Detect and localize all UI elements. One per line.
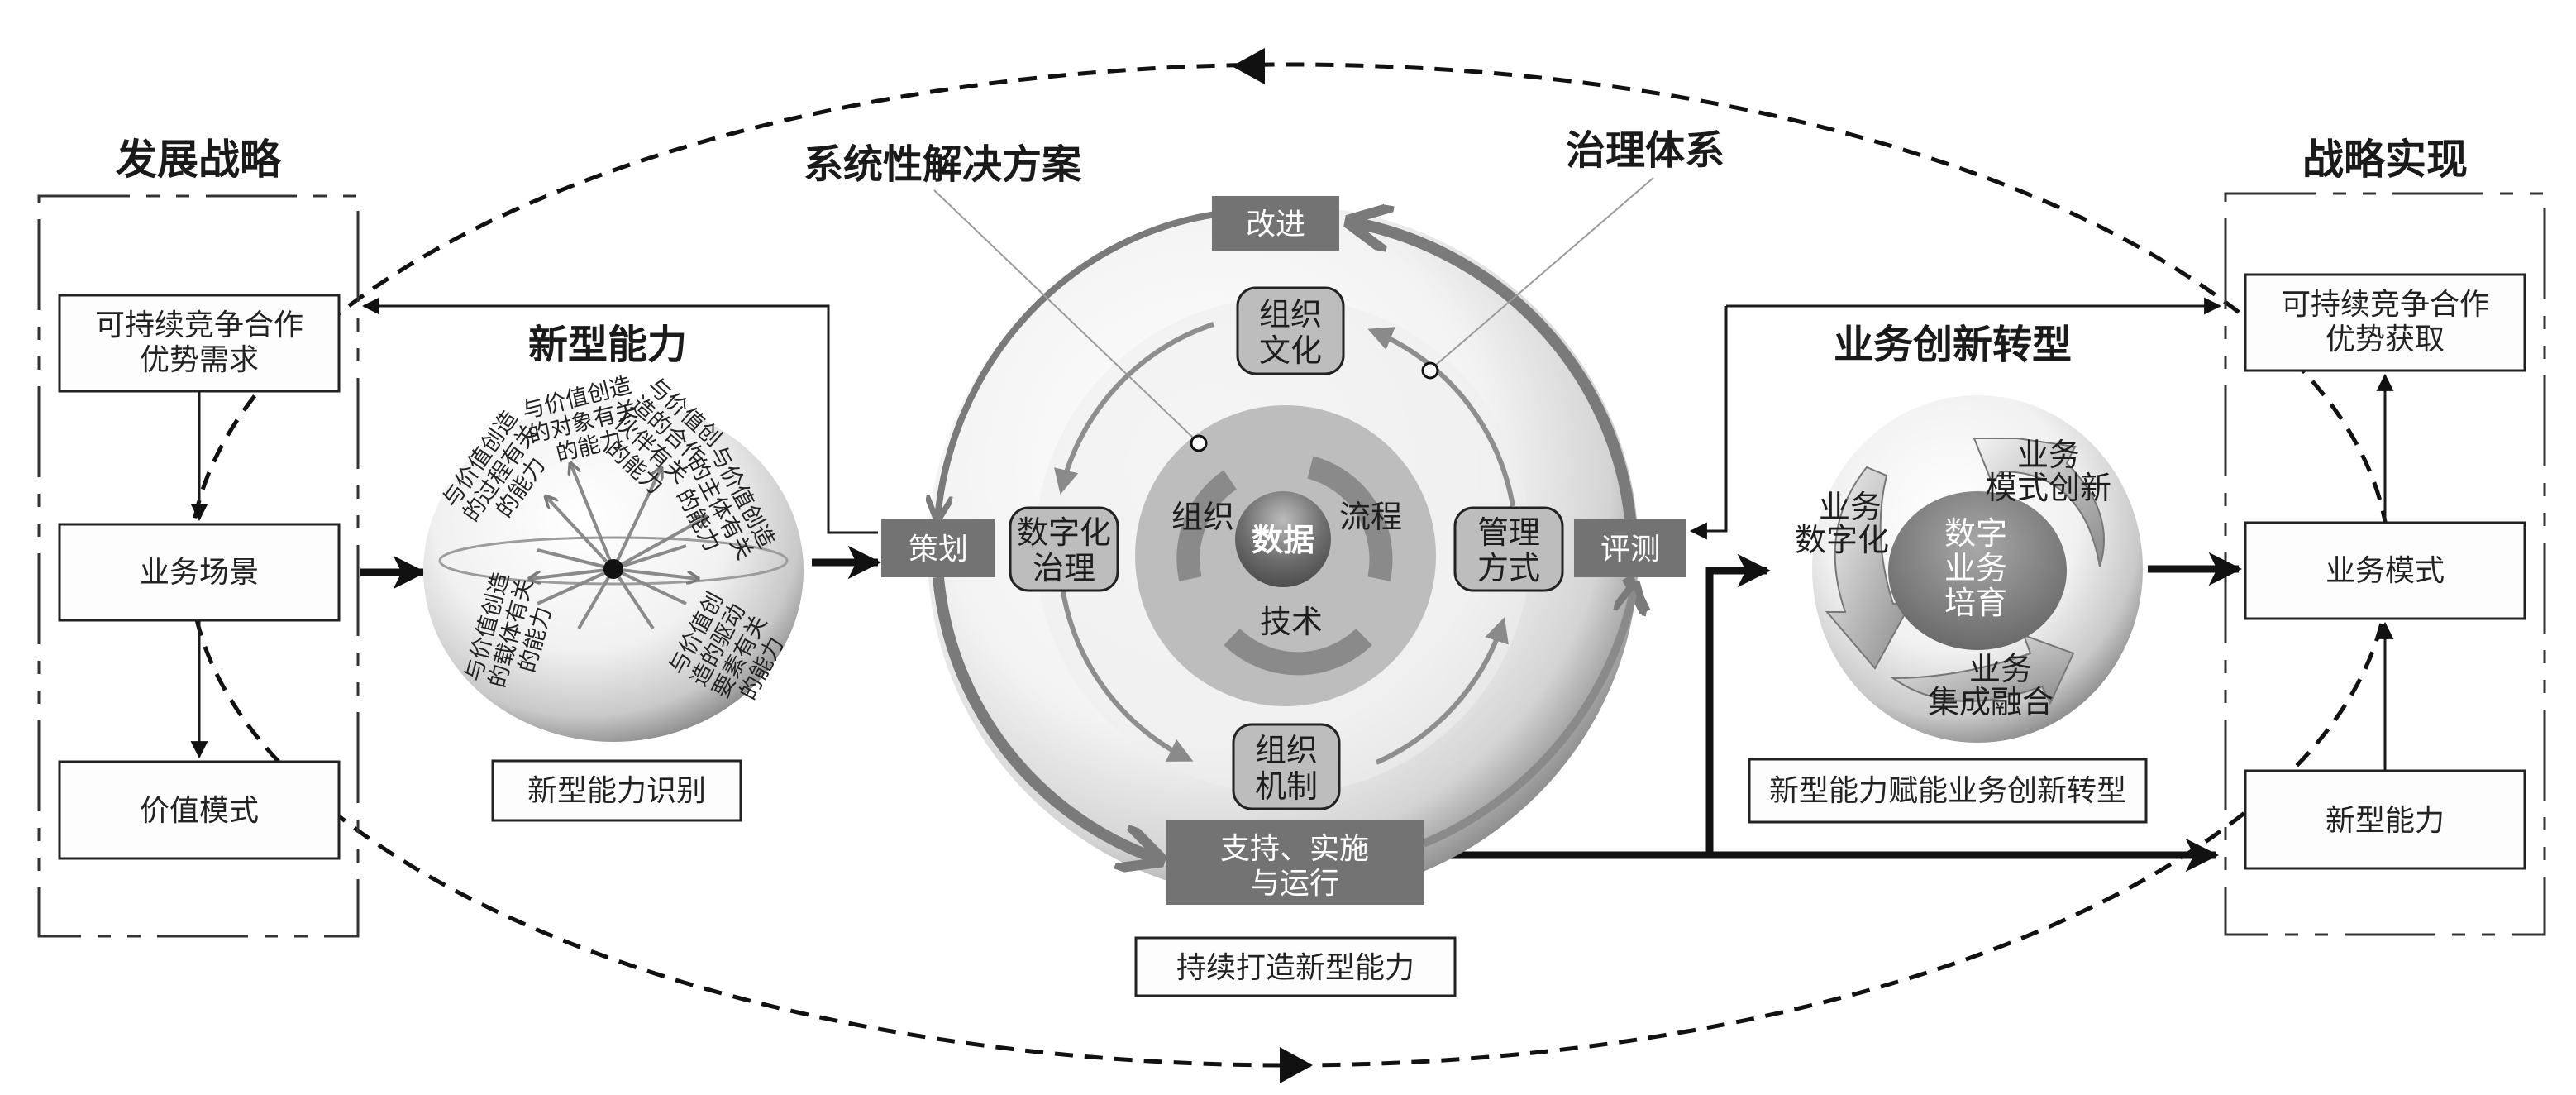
pdca-support-box[interactable] [1166, 820, 1424, 905]
pdca-plan-box[interactable] [881, 519, 995, 577]
capability-label-driver: 与价值创 造的驱动 要素有关 的能力 [664, 588, 789, 704]
business-core-text: 数字 [1944, 515, 2007, 552]
gov-box-org-culture[interactable] [1236, 286, 1345, 375]
business-item-integration: 业务 [1969, 651, 2032, 687]
box-value-model[interactable] [58, 760, 341, 860]
business-title: 业务创新转型 [1834, 322, 2072, 368]
core-data-label: 数据 [1252, 522, 1314, 558]
gov-text: 方式 [1477, 550, 1540, 586]
box-text: 新型能力 [2326, 804, 2445, 838]
ring-arc-support-to-eval [1422, 584, 1635, 848]
box-sustainable-advantage-gain[interactable] [2244, 273, 2526, 372]
gov-box-management-mode[interactable] [1453, 506, 1564, 592]
leader-solution [933, 189, 1195, 439]
pdca-evaluate-box[interactable] [1574, 519, 1686, 577]
feedback-plan-to-demand [361, 297, 878, 534]
box-text: 价值模式 [140, 794, 259, 828]
business-item-digitalization: 业务 [1819, 489, 1882, 525]
business-item-model-innovation: 业务 [2017, 437, 2080, 473]
ring-arc-eval-to-improve [1349, 222, 1636, 520]
business-core-text: 培育 [1944, 585, 2007, 621]
capability-identification-caption: 新型能力识别 [527, 774, 706, 808]
gov-text: 组织 [1259, 296, 1322, 332]
leader-solution-dot [1190, 434, 1208, 452]
gov-text: 文化 [1259, 332, 1322, 369]
continuous-capability-caption: 持续打造新型能力 [1176, 951, 1414, 985]
feedback-to-eval [1689, 306, 1728, 540]
gov-arrow-management-to-culture [1367, 327, 1515, 507]
business-item-model-innovation: 模式创新 [1986, 470, 2111, 506]
gov-text: 管理 [1477, 514, 1540, 551]
sphere-equator [438, 536, 789, 586]
pdca-support-label-1: 支持、实施 [1220, 832, 1369, 866]
gov-arrow-mechanism-to-management [1375, 617, 1509, 765]
left-panel-frame [37, 194, 360, 938]
right-panel-strategy-realization: 战略实现 可持续竞争合作 优势获取 业务模式 新型能力 [2224, 136, 2546, 936]
data-core-sphere [1235, 491, 1331, 587]
box-text: 优势需求 [140, 343, 259, 377]
loop-arrow-top [1232, 48, 1265, 84]
core-item-technology: 技术 [1260, 604, 1323, 640]
box-text: 优势获取 [2326, 323, 2445, 356]
capability-sphere-group: 新型能力 与价值创造 的过程有关 的能力 与价值创造 的对象有关 的能力 [423, 322, 804, 822]
right-panel-title: 战略实现 [2302, 136, 2468, 184]
gov-text: 治理 [1033, 550, 1095, 586]
leader-governance [1434, 177, 1654, 366]
core-item-organization: 组织 [1171, 499, 1234, 535]
business-sphere-group: 业务创新转型 数字 业务 培育 业务 数字化 业务 模式创新 业务 集成融合 新… [1748, 322, 2148, 824]
left-panel-title: 发展战略 [116, 136, 282, 184]
box-business-scenario[interactable] [58, 523, 341, 622]
business-core [1888, 491, 2067, 650]
capability-vectors [529, 463, 707, 630]
core-cycle-arrows [1176, 456, 1393, 676]
box-text: 可持续竞争合作 [2281, 288, 2489, 322]
capability-identification-caption-box [491, 759, 742, 822]
gov-text: 机制 [1255, 768, 1318, 805]
business-item-digitalization: 数字化 [1795, 522, 1889, 558]
left-panel-development-strategy: 发展战略 可持续竞争合作 优势需求 业务场景 价值模式 [37, 136, 360, 938]
loop-arrow-bottom [1280, 1047, 1313, 1083]
gov-text: 组织 [1255, 732, 1318, 768]
gov-box-digital-governance[interactable] [1009, 506, 1119, 592]
business-cycle-arrows [1825, 438, 2105, 705]
continuous-capability-caption-box [1134, 936, 1457, 997]
center-cycle-group: 系统性解决方案 治理体系 数据 组织 流程 技术 [804, 127, 1724, 997]
ring-arc-plan-to-support [933, 576, 1161, 860]
pdca-plan-label: 策划 [909, 533, 968, 567]
box-text: 业务模式 [2326, 554, 2445, 588]
business-core-text: 业务 [1944, 550, 2007, 586]
pdca-improve-label: 改进 [1246, 208, 1305, 241]
leader-governance-dot [1421, 361, 1439, 380]
business-enablement-caption: 新型能力赋能业务创新转型 [1769, 774, 2126, 808]
gov-text: 数字化 [1017, 514, 1111, 551]
business-enablement-caption-box [1748, 758, 2148, 824]
ring-arc-improve-to-plan [937, 210, 1223, 519]
sphere-center-dot [603, 559, 623, 579]
business-item-integration: 集成融合 [1928, 684, 2054, 720]
capability-title: 新型能力 [528, 322, 687, 368]
gov-box-org-mechanism[interactable] [1232, 723, 1341, 810]
systematic-solution-label: 系统性解决方案 [804, 141, 1082, 188]
gov-arrow-culture-to-digital [1054, 322, 1214, 495]
pdca-evaluate-label: 评测 [1600, 533, 1660, 567]
box-sustainable-advantage-demand[interactable] [58, 294, 341, 393]
pdca-support-label-2: 与运行 [1250, 867, 1339, 901]
box-text: 可持续竞争合作 [95, 308, 303, 342]
gov-arrow-digital-to-mechanism [1060, 586, 1194, 762]
box-text: 业务场景 [140, 556, 259, 590]
core-item-process: 流程 [1339, 499, 1402, 535]
governance-system-label: 治理体系 [1566, 127, 1724, 174]
arrow-support-to-business [1705, 553, 1772, 855]
pdca-improve-box[interactable] [1212, 196, 1339, 251]
